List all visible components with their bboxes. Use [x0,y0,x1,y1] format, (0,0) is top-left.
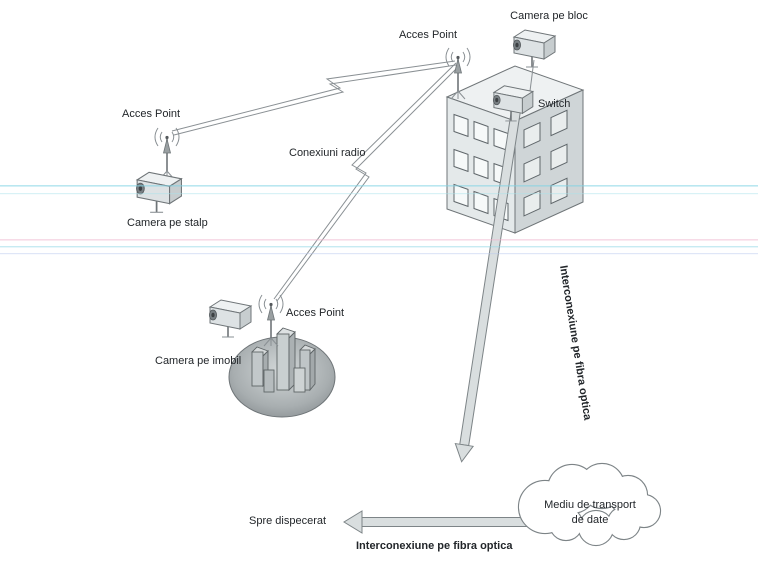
radio-link-bolt-center [273,62,460,302]
label-access-point-center: Acces Point [286,307,344,319]
label-camera-bloc: Camera pe bloc [510,10,588,22]
building-windows-side [523,109,568,217]
scan-line [0,193,758,195]
dispatch-arrow [343,510,536,534]
label-fiber-bottom: Interconexiune pe fibra optica [356,540,513,552]
radio-link-bolt-left [171,60,457,136]
camera-bloc-pole [529,59,535,92]
label-cloud-line1: Mediu de transport [544,499,636,511]
label-switch: Switch [538,98,570,110]
scan-line [0,185,758,187]
cloud-shape: Mediu de transport de date [517,462,662,547]
label-camera-stalp: Camera pe stalp [127,217,208,229]
access-point-left-icon [154,127,180,180]
scan-line [0,246,758,248]
building-icon [445,65,585,234]
label-access-point-top: Acces Point [399,29,457,41]
camera-stalp-icon [135,171,183,214]
scan-line [0,239,758,241]
city-ellipse [228,327,336,418]
label-radio-connections: Conexiuni radio [289,147,365,159]
label-fiber-vertical: Interconexiune pe fibra optica [557,265,593,422]
label-camera-imobil: Camera pe imobil [155,355,241,367]
scan-line [0,253,758,255]
label-cloud-line2: de date [572,514,609,526]
label-dispatch: Spre dispecerat [249,515,326,527]
city-buildings-icon [251,327,316,393]
camera-imobil-icon [208,299,252,338]
scan-artifact-lines [0,185,758,255]
label-access-point-left: Acces Point [122,108,180,120]
